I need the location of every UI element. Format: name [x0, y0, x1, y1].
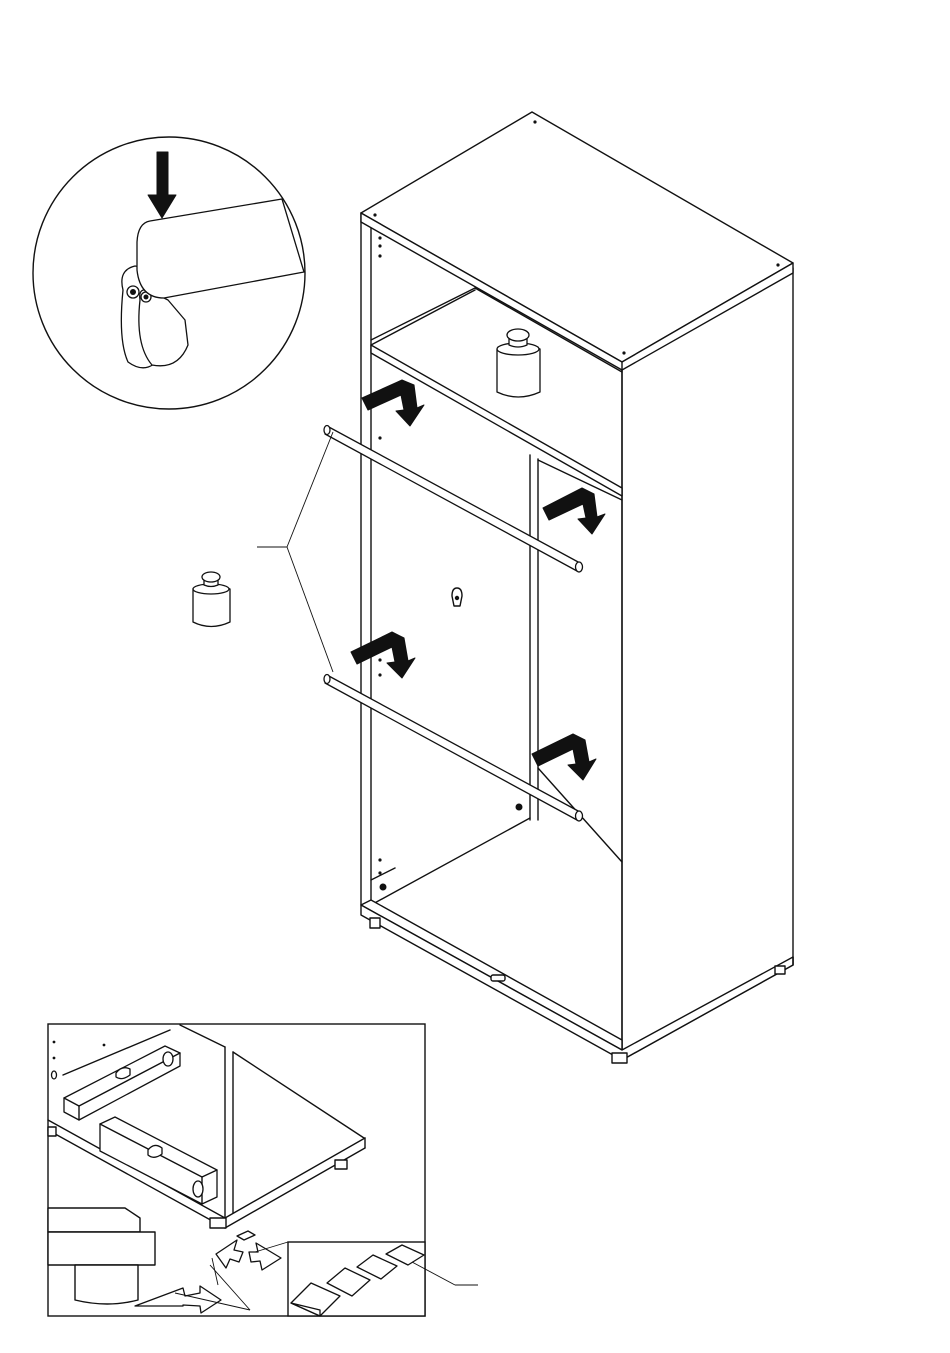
weight-icon — [193, 572, 230, 627]
rail-leader-lines — [257, 432, 333, 672]
weight-icon — [497, 329, 540, 397]
rail-bracket-detail — [33, 137, 305, 409]
leveling-detail — [48, 1024, 478, 1316]
bent-arrow-icon — [543, 488, 605, 534]
wardrobe-cabinet — [361, 112, 793, 1063]
bent-arrow-icon — [532, 734, 596, 780]
